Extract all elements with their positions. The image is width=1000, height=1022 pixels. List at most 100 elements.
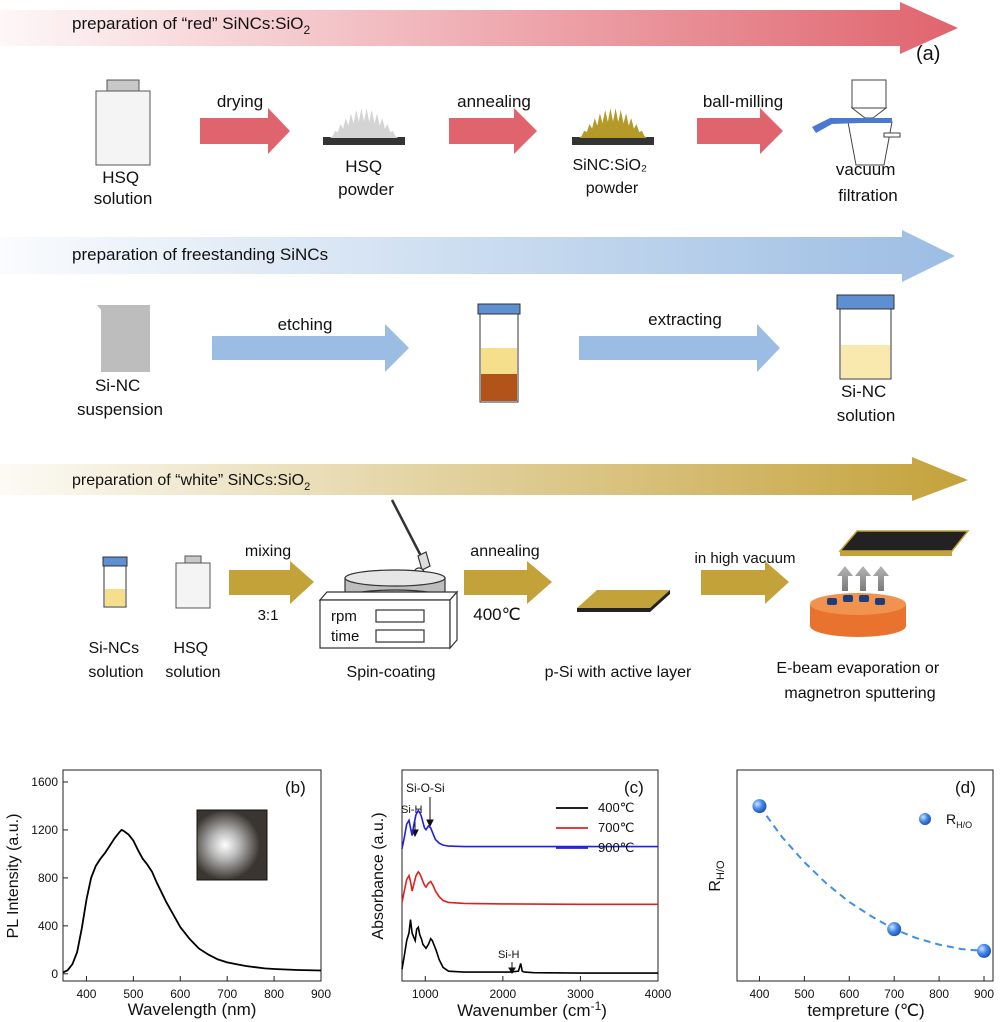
- p-si-label: p-Si with active layer: [545, 664, 692, 681]
- ebeam-label: E-beam evaporation or magnetron sputteri…: [776, 660, 943, 702]
- x-tick-label-d: 900: [974, 987, 994, 1001]
- xlabel-c: Wavenumber (cm-1): [457, 999, 607, 1020]
- banner-arrow-gold: [0, 457, 968, 501]
- pl-series-line: [62, 828, 322, 974]
- x-tick-label-d: 800: [929, 987, 949, 1001]
- ftir-series-line: [401, 870, 658, 906]
- hsq-solution-label: HSQ solution: [94, 168, 153, 208]
- x-tick-label-b: 700: [217, 987, 237, 1001]
- x-tick-label-c: 2000: [489, 987, 516, 1001]
- annealing-label-gold: annealing: [470, 543, 539, 560]
- y-tick-label-b: 400: [38, 919, 58, 933]
- high-vacuum-label: in high vacuum: [695, 550, 796, 567]
- p-si-wafer: [577, 590, 670, 612]
- panel-label-c: (c): [624, 778, 644, 797]
- xlabel-d: tempreture (℃): [807, 1001, 924, 1020]
- temperature-label: 400℃: [473, 605, 520, 624]
- ftir-series-line: [401, 919, 658, 974]
- ftir-series-line: [401, 809, 658, 850]
- x-tick-label-b: 600: [170, 987, 190, 1001]
- annealing-arrow-gold: [464, 561, 552, 604]
- annealing-label-red: annealing: [457, 92, 531, 111]
- vacuum-filtration-apparatus: [812, 79, 901, 166]
- banner-arrow-red: [0, 2, 958, 54]
- time-label: time: [331, 628, 359, 645]
- xlabel-b: Wavelength (nm): [128, 1000, 257, 1019]
- sinc-powder: [572, 108, 654, 145]
- drying-label: drying: [217, 92, 263, 111]
- panel-label-d: (d): [955, 778, 976, 797]
- legend-label-d: RH/O: [946, 811, 972, 830]
- axes-frame-d: [736, 769, 994, 982]
- si-nc-solution-vial: [836, 294, 895, 380]
- ball-milling-label: ball-milling: [703, 92, 783, 111]
- extracting-label: extracting: [648, 310, 722, 329]
- x-tick-label-b: 800: [264, 987, 284, 1001]
- suspension-beaker: [97, 305, 150, 372]
- hsq-powder-pile: [330, 108, 398, 138]
- x-tick-label-d: 400: [749, 987, 769, 1001]
- ylabel-c: Absorbance (a.u.): [370, 812, 387, 939]
- extracting-arrow: [579, 324, 780, 372]
- drying-arrow: [200, 108, 290, 154]
- row-red-banner: preparation of “red” SiNCs:SiO2: [0, 2, 958, 54]
- row-blue-banner: preparation of freestanding SiNCs: [0, 230, 955, 282]
- rpm-label: rpm: [331, 608, 357, 625]
- spin-coating-label: Spin-coating: [347, 664, 436, 681]
- x-tick-label-d: 600: [839, 987, 859, 1001]
- ylabel-b: PL Intensity (a.u.): [5, 814, 22, 939]
- legend-label-c: 700℃: [598, 820, 634, 835]
- mixing-arrow: [229, 561, 314, 604]
- axes-frame-c: [401, 769, 659, 982]
- mixing-label: mixing: [245, 543, 291, 560]
- banner-arrow-blue: [0, 230, 955, 282]
- si-nc-solution-label: Si-NC solution: [837, 382, 896, 425]
- annealing-arrow-red: [449, 108, 537, 154]
- x-tick-label-c: 3000: [567, 987, 594, 1001]
- annotation-arrows-c: [411, 797, 516, 974]
- x-tick-label-b: 400: [76, 987, 96, 1001]
- x-tick-label-d: 700: [884, 987, 904, 1001]
- x-tick-label-b: 900: [311, 987, 331, 1001]
- banner-title-red: preparation of “red” SiNCs:SiO2: [72, 14, 310, 37]
- etching-arrow: [212, 324, 409, 372]
- ebeam-apparatus: [810, 530, 970, 637]
- x-tick-label-c: 1000: [412, 987, 439, 1001]
- data-point-d: [752, 799, 767, 814]
- si-nc-suspension-label: Si-NC suspension: [77, 376, 163, 419]
- data-point-d: [887, 922, 902, 937]
- legend-label-c: 900℃: [598, 840, 634, 855]
- sinc-powder-label: SiNC:SiO₂ powder: [572, 157, 651, 197]
- panel-a: preparation of “red” SiNCs:SiO2 (a) prep…: [0, 2, 970, 702]
- etching-label: etching: [278, 315, 333, 334]
- legend-marker-d: [919, 813, 931, 825]
- sincs-small-vial: [102, 556, 128, 608]
- hsq-small-bottle: [175, 555, 211, 609]
- annotation-si-o-si: Si-O-Si: [406, 781, 445, 795]
- x-tick-label-d: 500: [794, 987, 814, 1001]
- legend-label-c: 400℃: [598, 800, 634, 815]
- x-tick-label-b: 500: [123, 987, 143, 1001]
- panel-label-a: (a): [916, 43, 940, 65]
- hsq-bottle: [95, 79, 151, 166]
- data-point-d: [977, 943, 992, 958]
- spin-coater: [318, 499, 459, 650]
- ball-milling-arrow: [697, 108, 783, 154]
- annotation-si-h-2: Si-H: [498, 949, 519, 961]
- vacuum-arrow: [701, 561, 789, 604]
- panel-label-b: (b): [285, 778, 306, 797]
- chart-ftir: (c) Wavenumber (cm-1) Absorbance (a.u.) …: [370, 769, 672, 1020]
- pipette: [390, 499, 424, 559]
- hsq-solution-label-2: HSQ solution: [165, 640, 220, 681]
- etching-vial: [477, 303, 521, 403]
- hsq-powder: [323, 108, 405, 145]
- y-tick-label-b: 0: [51, 967, 58, 981]
- ylabel-d: RH/O: [707, 860, 727, 892]
- y-tick-label-b: 1200: [31, 823, 58, 837]
- ratio-label: 3:1: [258, 607, 279, 624]
- chart-pl-spectrum: (b) Wavelength (nm) PL Intensity (a.u.) …: [5, 769, 331, 1019]
- vacuum-filtration-label: vacuum filtration: [836, 160, 900, 205]
- axes-frame-b: [62, 769, 322, 982]
- y-tick-label-b: 1600: [31, 775, 58, 789]
